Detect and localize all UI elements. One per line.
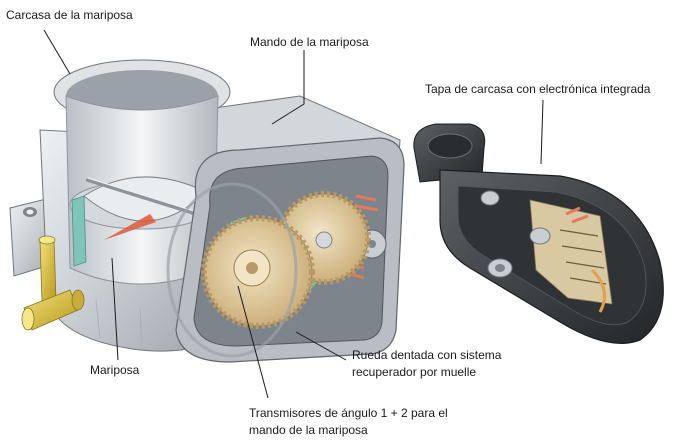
label-mariposa: Mariposa xyxy=(90,363,140,377)
label-rueda-dentada-line1: Rueda dentada con sistema xyxy=(352,348,502,362)
label-transmisores-line2: mando de la mariposa xyxy=(249,423,368,437)
electronics-cover xyxy=(413,123,664,345)
leader-lines xyxy=(43,29,544,399)
label-rueda-dentada-line2: recuperador por muelle xyxy=(352,365,477,379)
label-transmisores-line1: Transmisores de ángulo 1 + 2 para el xyxy=(249,406,448,420)
label-mando-mariposa: Mando de la mariposa xyxy=(250,35,369,49)
label-carcasa-mariposa: Carcasa de la mariposa xyxy=(6,8,133,22)
gear-train xyxy=(166,182,387,358)
brass-connector xyxy=(21,235,85,331)
label-tapa-carcasa: Tapa de carcasa con electrónica integrad… xyxy=(425,82,651,96)
